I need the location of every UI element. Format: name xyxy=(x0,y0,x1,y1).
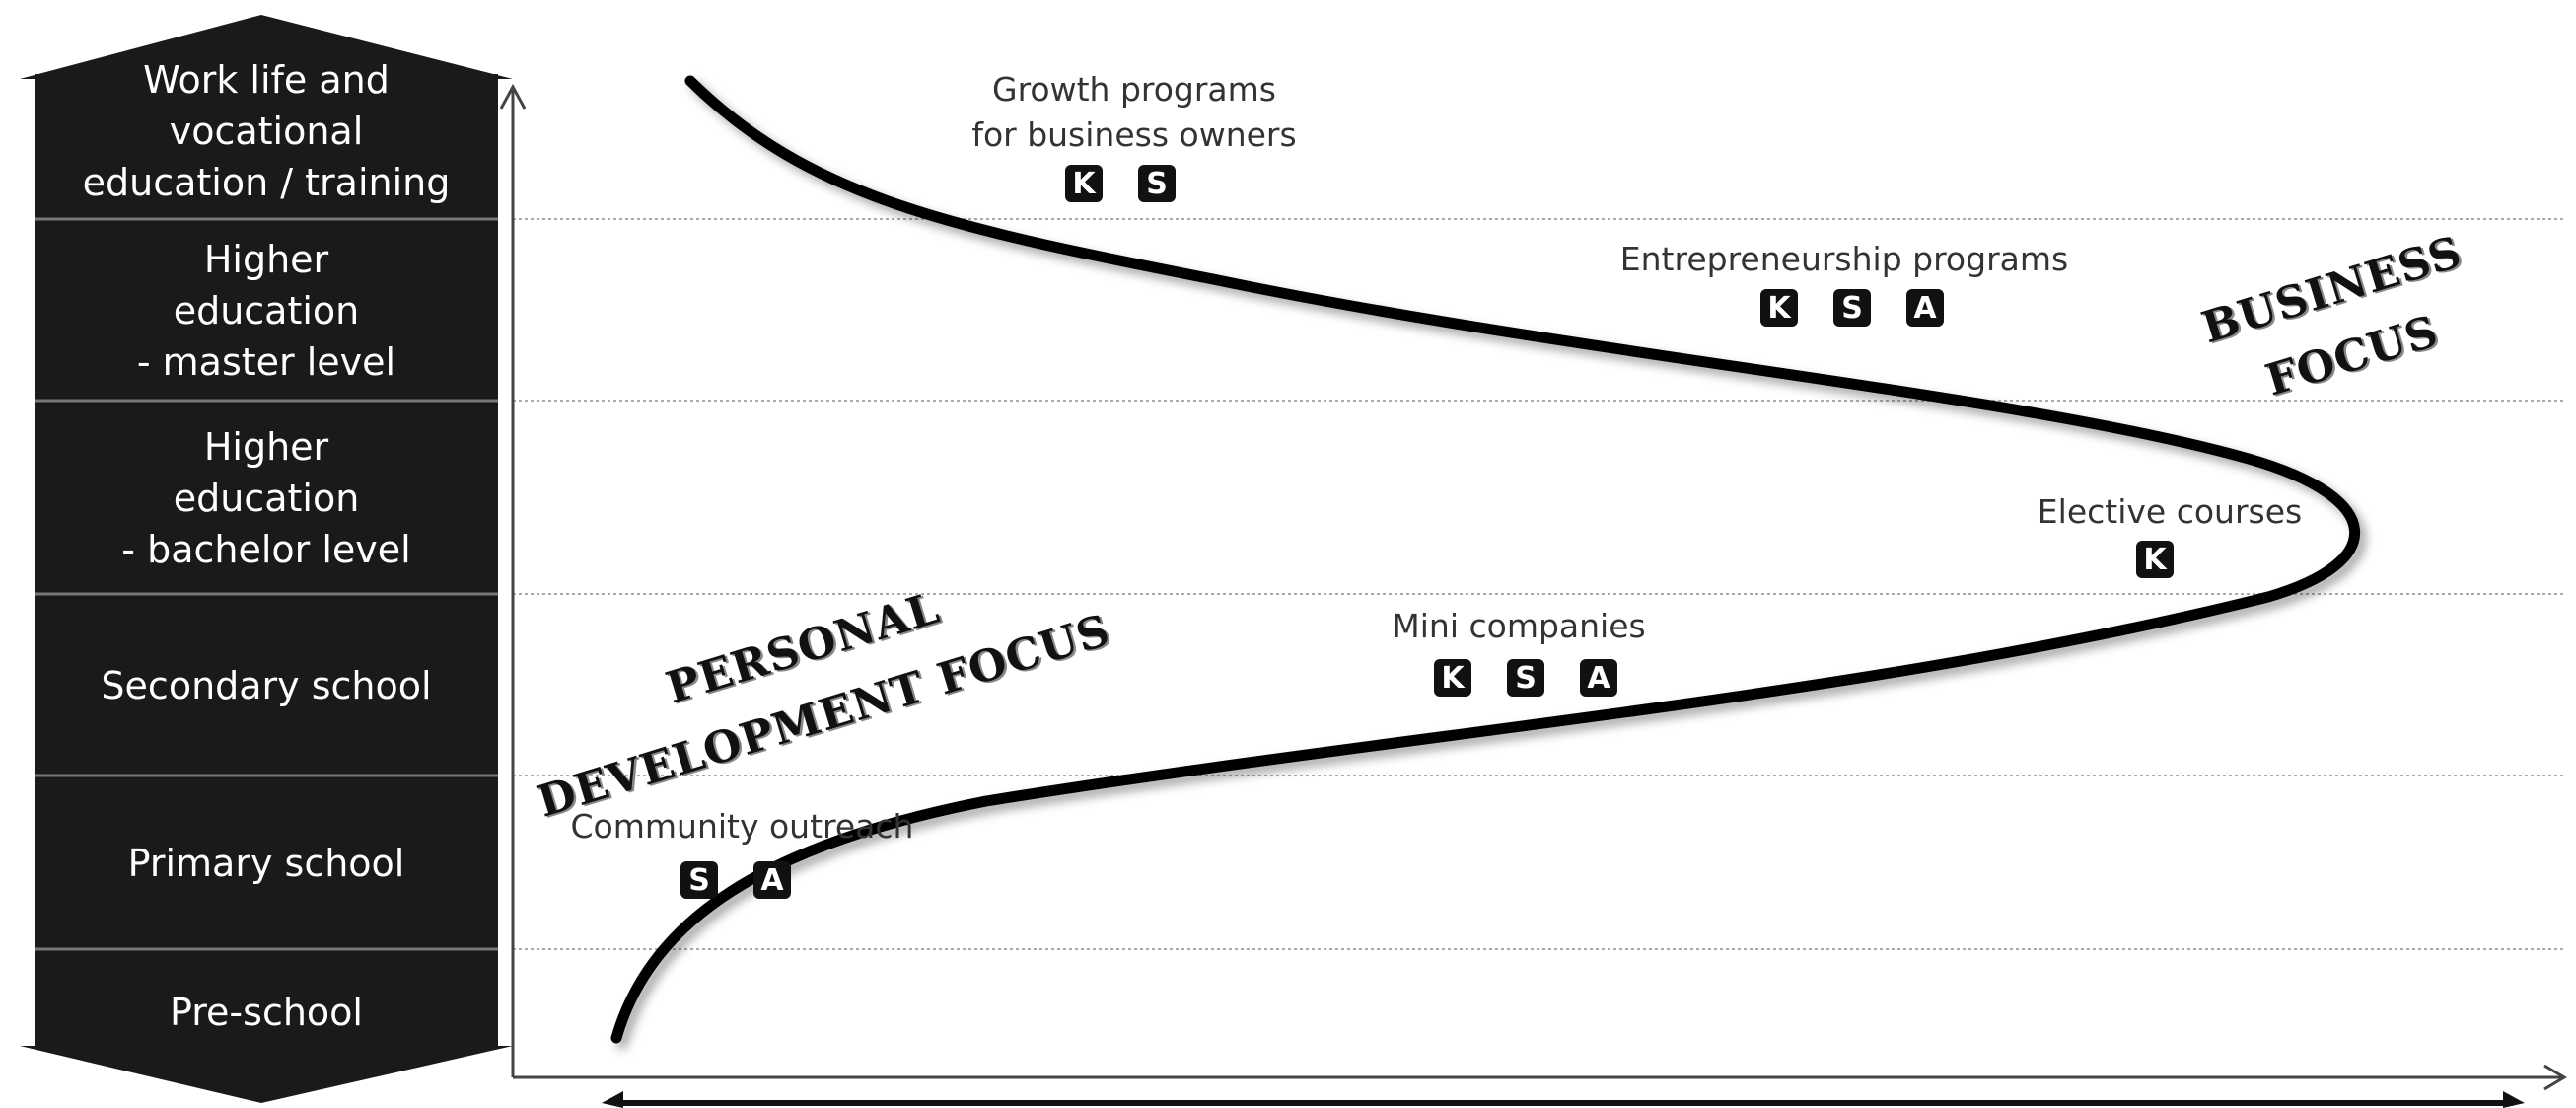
program-community-outreach: Community outreach xyxy=(570,807,914,846)
focus-curve xyxy=(610,75,2361,1044)
badges-elective-courses: K xyxy=(2136,541,2174,578)
bottom-range-arrow xyxy=(602,1091,2525,1108)
badge-s: S xyxy=(1833,289,1871,327)
level-higher-education-master: Higher education - master level xyxy=(136,238,396,384)
badges-mini-companies: K S A xyxy=(1434,659,1617,697)
level-primary-school: Primary school xyxy=(127,842,405,885)
level-pre-school: Pre-school xyxy=(170,991,363,1034)
program-entrepreneurship-programs: Entrepreneurship programs xyxy=(1619,240,2069,278)
level-work-life: Work life and vocational education / tra… xyxy=(82,57,451,204)
badge-a: A xyxy=(1580,659,1617,697)
badge-k: K xyxy=(1065,165,1103,202)
badge-k: K xyxy=(2136,541,2174,578)
badge-k: K xyxy=(1760,289,1798,327)
badge-s: S xyxy=(1507,659,1544,697)
education-level-arrow xyxy=(20,15,513,1103)
level-secondary-school: Secondary school xyxy=(101,664,432,707)
gridlines xyxy=(513,218,2564,950)
badges-entrepreneurship-programs: K S A xyxy=(1760,289,1944,327)
program-growth-programs: Growth programs for business owners xyxy=(971,70,1297,154)
badge-s: S xyxy=(1138,165,1176,202)
level-separators xyxy=(35,217,498,951)
badge-a: A xyxy=(753,861,791,899)
badge-k: K xyxy=(1434,659,1471,697)
axes xyxy=(499,83,2567,1091)
level-higher-education-bachelor: Higher education - bachelor level xyxy=(121,425,411,571)
program-elective-courses: Elective courses xyxy=(2037,492,2303,531)
badge-s: S xyxy=(680,861,718,899)
badge-a: A xyxy=(1906,289,1944,327)
badges-community-outreach: S A xyxy=(680,861,791,899)
badges-growth-programs: K S xyxy=(1065,165,1176,202)
program-mini-companies: Mini companies xyxy=(1392,607,1646,645)
